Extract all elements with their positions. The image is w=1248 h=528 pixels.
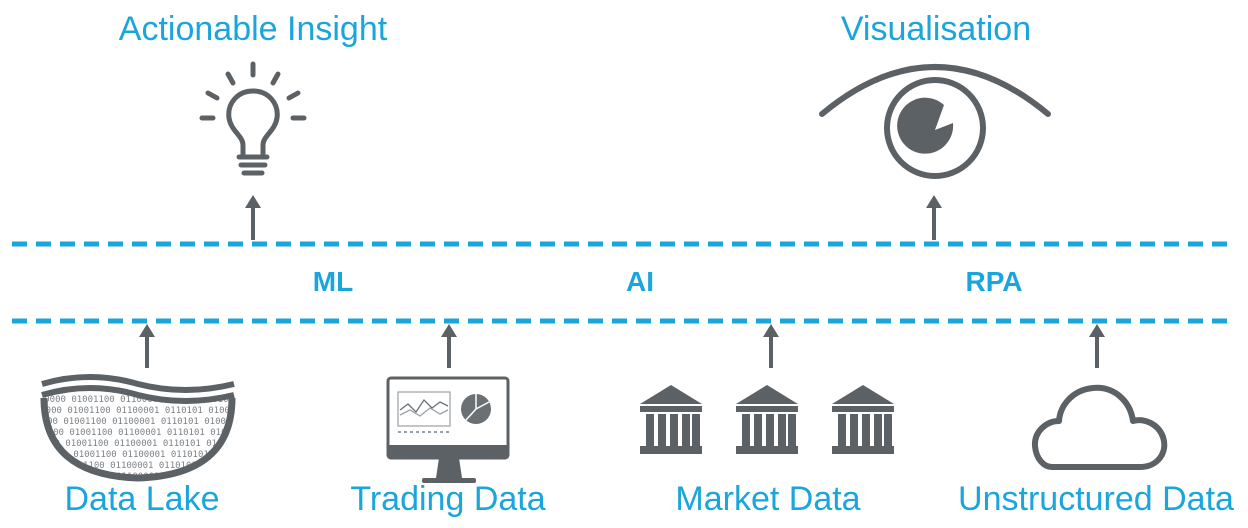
arrow-to-insight bbox=[245, 195, 261, 240]
arrow-from-market-data bbox=[763, 324, 779, 368]
binary-text-line: 0100000 01001100 01100001 0110101 010001… bbox=[24, 406, 712, 416]
cloud-icon bbox=[1031, 384, 1168, 470]
binary-text-line: 0100000 01001100 01100001 0110101 010001… bbox=[20, 417, 708, 427]
bank-building-2 bbox=[736, 385, 798, 454]
arrow-from-trading-data bbox=[441, 324, 457, 368]
bank-building-3 bbox=[832, 385, 894, 454]
layer-rpa-label: RPA bbox=[965, 266, 1023, 297]
trading-data-label: Trading Data bbox=[350, 480, 546, 518]
actionable-insight-label: Actionable Insight bbox=[118, 10, 388, 48]
layer-ml-label: ML bbox=[312, 266, 354, 297]
visualisation-label: Visualisation bbox=[840, 10, 1032, 48]
market-data-label: Market Data bbox=[675, 480, 861, 518]
binary-text-line: 0100000 01001100 01100001 0110101 010001… bbox=[28, 395, 716, 405]
arrow-from-unstructured-data bbox=[1089, 324, 1105, 368]
binary-text-line: 0100000 01001100 01100001 0110101 010001… bbox=[18, 461, 706, 471]
data-lake-label: Data Lake bbox=[64, 480, 220, 518]
binary-text-line: 0100000 01001100 01100001 0110101 010001… bbox=[30, 450, 718, 460]
unstructured-data-label: Unstructured Data bbox=[958, 480, 1234, 518]
bank-building-1 bbox=[640, 385, 702, 454]
lightbulb-icon bbox=[199, 61, 307, 176]
arrow-to-visualisation bbox=[926, 195, 942, 240]
data-lake-icon: 0100000 01001100 01100001 0110101 010001… bbox=[18, 374, 718, 482]
monitor-chart-icon bbox=[386, 376, 510, 483]
eye-icon bbox=[819, 64, 1051, 179]
binary-text-line: 0100000 01001100 01100001 0110101 010001… bbox=[26, 428, 714, 438]
binary-text-line: 0100000 01001100 01100001 0110101 010001… bbox=[22, 439, 710, 449]
layer-ai-label: AI bbox=[626, 266, 654, 297]
arrow-from-data-lake bbox=[139, 324, 155, 368]
bank-building-icon bbox=[640, 385, 894, 454]
